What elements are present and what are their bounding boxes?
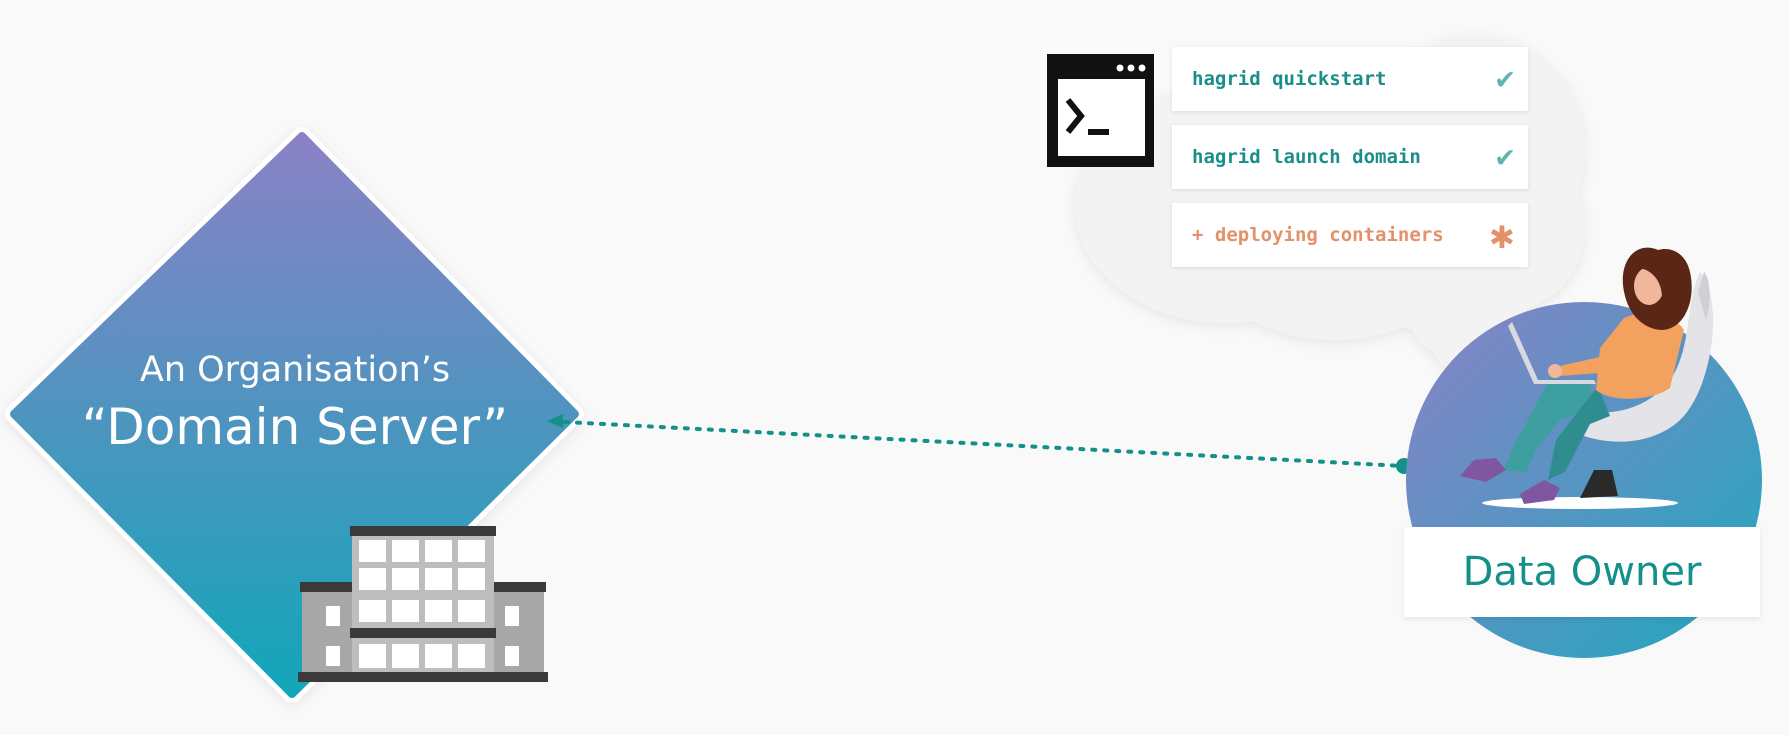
data-owner-label: Data Owner <box>1462 549 1702 595</box>
person-with-laptop-illustration <box>1460 247 1714 509</box>
domain-server-title: “Domain Server” <box>81 398 509 456</box>
connection-line <box>547 414 1412 474</box>
check-icon: ✔ <box>1495 61 1514 96</box>
check-icon: ✔ <box>1495 139 1514 174</box>
command-text: + deploying containers <box>1192 224 1444 246</box>
domain-server-subtitle: An Organisation’s <box>139 350 451 390</box>
command-card-quickstart: hagrid quickstart ✔ <box>1172 47 1528 111</box>
command-card-deploying: + deploying containers ✱ <box>1172 203 1528 267</box>
arrow-head-icon <box>547 414 563 428</box>
terminal-icon <box>1047 54 1154 167</box>
command-text: hagrid launch domain <box>1192 146 1421 168</box>
asterisk-icon: ✱ <box>1489 212 1514 258</box>
domain-server-diamond <box>5 127 584 703</box>
building-icon <box>298 526 548 682</box>
command-card-launch-domain: hagrid launch domain ✔ <box>1172 125 1528 189</box>
data-owner-label-box: Data Owner <box>1404 527 1760 617</box>
command-text: hagrid quickstart <box>1192 68 1387 90</box>
